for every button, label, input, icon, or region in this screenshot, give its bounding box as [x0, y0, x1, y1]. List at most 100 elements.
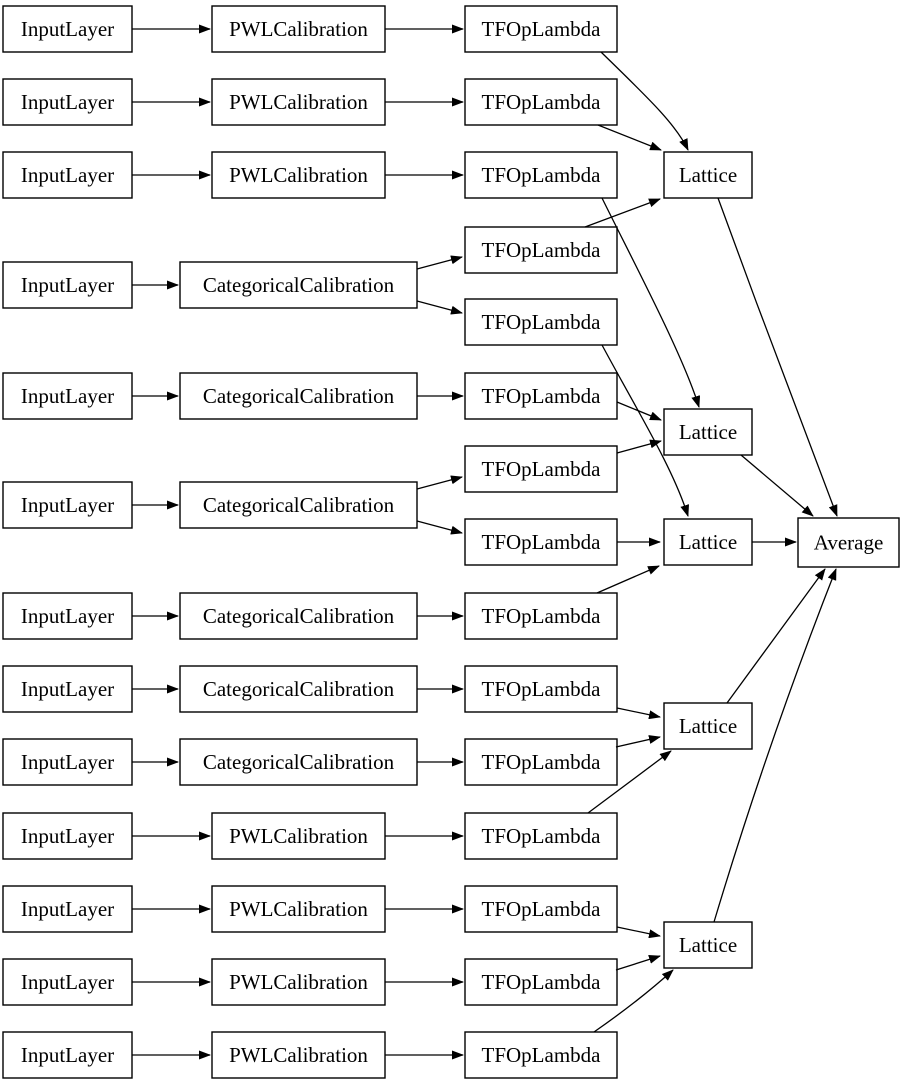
node-t2: TFOpLambda [464, 78, 618, 126]
node-t14: TFOpLambda [464, 958, 618, 1006]
edge-L5-avg [713, 568, 837, 923]
node-label-i12: InputLayer [21, 970, 114, 994]
nodes-layer: InputLayerInputLayerInputLayerInputLayer… [2, 5, 900, 1079]
node-label-t13: TFOpLambda [482, 897, 602, 921]
node-label-c13: PWLCalibration [229, 1043, 368, 1067]
node-L5: Lattice [663, 921, 753, 969]
node-box-t9 [464, 592, 618, 640]
node-L1: Lattice [663, 151, 753, 199]
edge-L2-avg [740, 454, 814, 517]
node-t9: TFOpLambda [464, 592, 618, 640]
node-box-L1 [663, 151, 753, 199]
node-box-i8 [2, 665, 133, 713]
node-t5: TFOpLambda [464, 298, 618, 346]
node-t3: TFOpLambda [464, 151, 618, 199]
node-box-t8 [464, 518, 618, 566]
node-label-c9: CategoricalCalibration [203, 750, 395, 774]
node-box-c9 [179, 738, 418, 786]
node-box-t7 [464, 445, 618, 493]
node-i7: InputLayer [2, 592, 133, 640]
node-label-i8: InputLayer [21, 677, 114, 701]
node-label-t9: TFOpLambda [482, 604, 602, 628]
edge-L4-avg [726, 568, 826, 704]
node-box-t15 [464, 1031, 618, 1079]
node-label-t11: TFOpLambda [482, 750, 602, 774]
node-label-c4: CategoricalCalibration [203, 273, 395, 297]
edge-t14-L5 [615, 955, 661, 971]
node-i12: InputLayer [2, 958, 133, 1006]
node-label-c7: CategoricalCalibration [203, 604, 395, 628]
edge-L1-avg [717, 197, 838, 517]
node-t10: TFOpLambda [464, 665, 618, 713]
node-L2: Lattice [663, 408, 753, 456]
node-box-c1 [211, 5, 386, 53]
node-box-i6 [2, 481, 133, 529]
node-box-c13 [211, 1031, 386, 1079]
node-label-c6: CategoricalCalibration [203, 493, 395, 517]
edge-t5-L3 [601, 344, 690, 517]
node-c9: CategoricalCalibration [179, 738, 418, 786]
node-box-c5 [179, 372, 418, 420]
node-box-avg [797, 517, 900, 568]
node-box-L5 [663, 921, 753, 969]
edge-t12-L4 [587, 750, 672, 814]
node-label-c12: PWLCalibration [229, 970, 368, 994]
node-label-i6: InputLayer [21, 493, 114, 517]
node-box-c11 [211, 885, 386, 933]
node-label-i13: InputLayer [21, 1043, 114, 1067]
edges-layer [132, 24, 838, 1060]
node-box-t2 [464, 78, 618, 126]
node-box-L4 [663, 702, 753, 750]
node-box-c6 [179, 481, 418, 529]
node-t13: TFOpLambda [464, 885, 618, 933]
node-label-L2: Lattice [679, 420, 737, 444]
node-label-i1: InputLayer [21, 17, 114, 41]
node-c12: PWLCalibration [211, 958, 386, 1006]
edge-c4-t5 [416, 300, 463, 315]
node-c3: PWLCalibration [211, 151, 386, 199]
edge-c4-t4 [416, 255, 463, 270]
edge-c6-t7 [416, 475, 463, 490]
node-label-c2: PWLCalibration [229, 90, 368, 114]
node-c13: PWLCalibration [211, 1031, 386, 1079]
node-i4: InputLayer [2, 261, 133, 309]
node-label-t7: TFOpLambda [482, 457, 602, 481]
edge-t9-L3 [596, 565, 660, 594]
node-box-i10 [2, 812, 133, 860]
node-box-i1 [2, 5, 133, 53]
node-label-t15: TFOpLambda [482, 1043, 602, 1067]
node-box-t12 [464, 812, 618, 860]
node-label-t12: TFOpLambda [482, 824, 602, 848]
node-label-i10: InputLayer [21, 824, 114, 848]
node-i11: InputLayer [2, 885, 133, 933]
node-L3: Lattice [663, 518, 753, 566]
node-t8: TFOpLambda [464, 518, 618, 566]
node-avg: Average [797, 517, 900, 568]
node-label-L1: Lattice [679, 163, 737, 187]
node-label-c5: CategoricalCalibration [203, 384, 395, 408]
node-label-c10: PWLCalibration [229, 824, 368, 848]
node-i6: InputLayer [2, 481, 133, 529]
node-t15: TFOpLambda [464, 1031, 618, 1079]
node-box-i9 [2, 738, 133, 786]
node-label-i4: InputLayer [21, 273, 114, 297]
node-t11: TFOpLambda [464, 738, 618, 786]
node-label-avg: Average [814, 531, 884, 555]
node-label-t3: TFOpLambda [482, 163, 602, 187]
node-c7: CategoricalCalibration [179, 592, 418, 640]
node-box-t10 [464, 665, 618, 713]
node-label-i5: InputLayer [21, 384, 114, 408]
node-label-t6: TFOpLambda [482, 384, 602, 408]
node-label-c8: CategoricalCalibration [203, 677, 395, 701]
node-label-L5: Lattice [679, 933, 737, 957]
node-label-i11: InputLayer [21, 897, 114, 921]
node-label-t1: TFOpLambda [482, 17, 602, 41]
node-label-c3: PWLCalibration [229, 163, 368, 187]
node-box-i2 [2, 78, 133, 126]
node-i13: InputLayer [2, 1031, 133, 1079]
node-i3: InputLayer [2, 151, 133, 199]
edge-t13-L5 [616, 926, 661, 939]
node-box-c8 [179, 665, 418, 713]
